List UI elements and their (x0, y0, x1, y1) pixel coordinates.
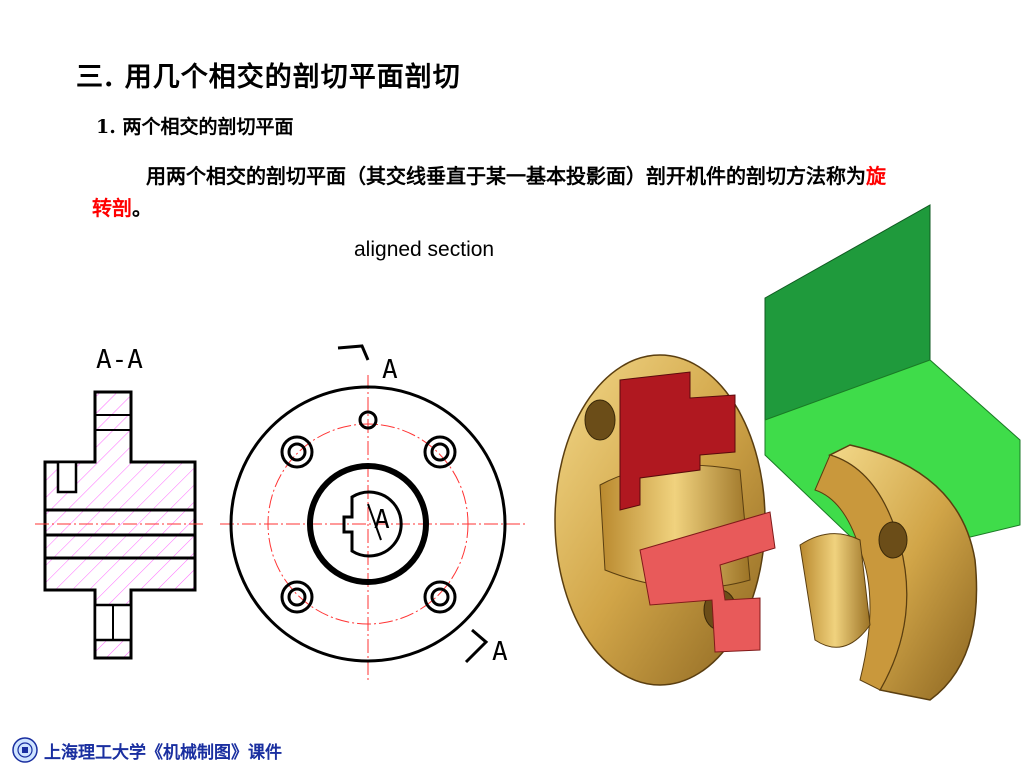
definition-end: 。 (132, 196, 152, 220)
flange-hole (584, 399, 616, 441)
aligned-section-term: 旋转剖 (92, 164, 886, 220)
english-term: aligned section (354, 238, 495, 261)
section-label: A-A (96, 345, 143, 375)
bolt-circle (267, 423, 469, 625)
cutting-plane-line (367, 503, 382, 541)
cutting-plane-mark (464, 628, 489, 664)
cutting-plane-mark (337, 344, 370, 361)
definition-paragraph: 用两个相交的剖切平面（其交线垂直于某一基本投影面）剖开机件的剖切方法称为旋转剖。 (92, 160, 902, 224)
slide-subtitle: 1. 两个相交的剖切平面 (96, 116, 294, 138)
cut-face-dark (619, 371, 736, 511)
section-profile (43, 390, 197, 660)
section-view-aa: A-A (35, 345, 205, 660)
keyway-bore (342, 490, 403, 558)
footer-text: 上海理工大学《机械制图》课件 (44, 742, 282, 763)
hub-circle (307, 463, 429, 585)
hub-right (799, 533, 871, 648)
flange-hole (878, 521, 908, 559)
definition-text: 用两个相交的剖切平面（其交线垂直于某一基本投影面）剖开机件的剖切方法称为 (146, 164, 866, 188)
slide-title: 三. 用几个相交的剖切平面剖切 (76, 62, 461, 93)
cut-face-light (639, 511, 776, 653)
cut-label-center: A (374, 505, 390, 535)
cut-label-top: A (382, 355, 398, 385)
small-hole (56, 460, 78, 494)
front-view: A A A (220, 344, 525, 680)
small-top-hole (358, 410, 378, 430)
university-seal-icon (12, 737, 38, 763)
flange-right-edge (814, 454, 908, 691)
3d-illustration (554, 204, 1021, 701)
outer-flange-circle (229, 385, 507, 663)
footer: 上海理工大学《机械制图》课件 (12, 736, 282, 764)
bolt-holes (280, 435, 457, 614)
cut-label-bottom: A (492, 637, 508, 667)
